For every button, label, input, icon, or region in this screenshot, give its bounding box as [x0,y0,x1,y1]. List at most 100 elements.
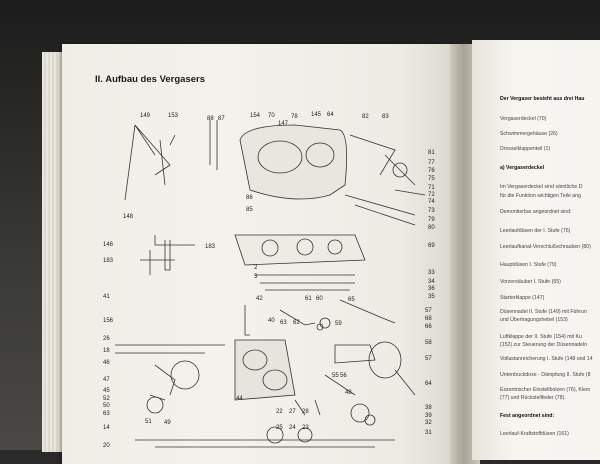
part-number: 71 [428,185,435,191]
removable-item: Düsennadel II. Stufe (149) mit Führun [500,309,587,315]
part-number: 32 [425,420,432,426]
part-number: 35 [428,294,435,300]
part-number: 149 [140,113,151,119]
part-number: 14 [103,425,110,431]
part-number: 64 [425,381,432,387]
part-number: 25 [276,425,283,431]
part-number: 36 [428,286,435,292]
part-number: 52 [103,396,110,402]
part-number: 154 [250,113,261,119]
removable-item: Exzentrischer Einstellbolzen (76), Klem [500,387,591,393]
part-number: 57 [425,308,432,314]
part-number: 20 [103,443,110,449]
section-heading: II. Aufbau des Vergasers [95,74,205,85]
part-number: 38 [425,405,432,411]
part-number: 42 [256,296,263,302]
fixed-heading: Fest angeordnet sind: [500,413,555,419]
part-number: 146 [103,242,114,248]
part-number: 86 [246,195,253,201]
part-number: 85 [246,207,253,213]
part-number: 80 [428,225,435,231]
part-number: 63 [280,320,287,326]
part-number: 68 [425,316,432,322]
part-number: 27 [289,409,296,415]
removable-item: Luftklappe der II. Stufe (154) mit Ku [500,334,582,340]
part-number: 65 [348,297,355,303]
part-number: 183 [205,244,216,250]
part-number: 58 [425,340,432,346]
part-number: 79 [428,217,435,223]
intro-text: Der Vergaser besteht aus drei Hau [500,96,585,102]
part-number: 33 [428,270,435,276]
part-number: 34 [428,279,435,285]
part-number: 72 [428,192,435,198]
part-number: 145 [311,112,322,118]
removable-item: Vorzerstäuber I. Stufe (65) [500,279,561,285]
part-number: 87 [218,116,225,122]
part-number: 31 [425,430,432,436]
part-number: 69 [428,243,435,249]
part-number: 28 [302,409,309,415]
removable-item: (77) und Rückstellfeder (78). [500,395,566,401]
main-part: Vergaserdeckel (70) [500,116,547,122]
part-number: 83 [382,114,389,120]
part-number: 18 [103,348,110,354]
main-part: Drosselklappenteil (1) [500,146,551,152]
part-number: 77 [428,160,435,166]
part-number: 62 [293,320,300,326]
subheading-a: a) Vergaserdeckel [500,165,545,171]
part-number: 26 [103,336,110,342]
removable-item: Vollastanreicherung I. Stufe (148 und 14 [500,356,593,362]
fixed-item: Leerlauf-Kraftstoffdüsen (161) [500,431,569,437]
removable-item: (152) zur Steuerung der Düsennadeln [500,342,588,348]
part-number: 2 [254,265,258,271]
part-number: 156 [103,318,114,324]
removable-item: und Übertragungshebel (153) [500,317,568,323]
part-number: 57 [425,356,432,362]
part-number: 63 [103,411,110,417]
part-number: 41 [103,294,110,300]
part-number: 47 [103,377,110,383]
part-number: 61 [305,296,312,302]
part-number: 153 [168,113,179,119]
part-number: 74 [428,199,435,205]
exploded-carburetor-drawing [115,120,426,448]
part-number: 76 [428,168,435,174]
right-page [472,40,600,460]
removable-heading: Demontierbar angeordnet sind: [500,209,572,215]
part-number: 66 [425,324,432,330]
main-part: Schwimmergehäuse (26) [500,131,558,137]
part-number: 45 [103,388,110,394]
part-number: 70 [268,113,275,119]
part-number: 82 [362,114,369,120]
part-number: 50 [103,403,110,409]
part-number: 46 [103,360,110,366]
part-number: 40 [268,318,275,324]
removable-item: Hauptdüsen I. Stufe (79) [500,262,557,268]
part-number: 56 [340,373,347,379]
description-line: Im Vergaserdeckel sind sämtliche D [500,184,583,190]
removable-item: Leerlaufdüsen der I. Stufe (76) [500,228,571,234]
part-number: 75 [428,176,435,182]
part-number: 23 [302,425,309,431]
removable-item: Leerlaufkanal-Verschlußschrauben (80) [500,244,591,250]
removable-item: Starterklappe (147) [500,295,545,301]
part-number: 147 [278,121,289,127]
part-number: 73 [428,208,435,214]
part-number: 24 [289,425,296,431]
part-number: 22 [276,409,283,415]
part-number: 39 [425,413,432,419]
part-number: 59 [335,321,342,327]
part-number: 81 [428,150,435,156]
part-number: 51 [145,419,152,425]
part-number: 48 [345,390,352,396]
removable-item: Unterdruckdose - Dämpfung II. Stufe (8 [500,372,591,378]
part-number: 49 [164,420,171,426]
part-number: 183 [103,258,114,264]
description-line: für die Funktion wichtigen Teile ang [500,193,581,199]
part-number: 64 [327,112,334,118]
part-number: 88 [207,116,214,122]
part-number: 3 [254,274,258,280]
part-number: 55 [332,373,339,379]
part-number: 60 [316,296,323,302]
